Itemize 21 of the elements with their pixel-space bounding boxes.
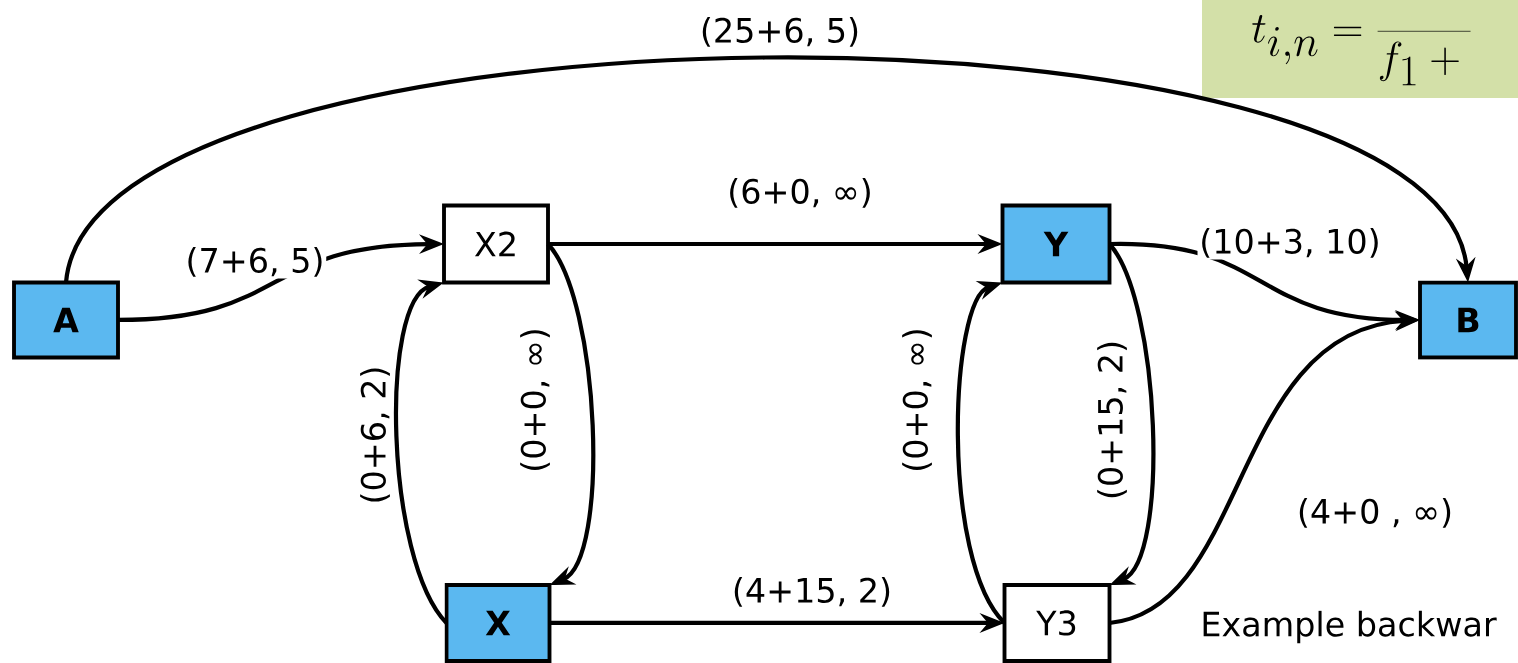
edge-label: (25+6, 5): [698, 15, 862, 49]
arrow: [546, 242, 596, 585]
edge-label: (0+0, ∞): [518, 325, 552, 475]
node-box: X2: [442, 203, 550, 285]
note-text: Example backwar: [1203, 610, 1497, 644]
edge-label: (0+0, ∞): [900, 325, 934, 475]
node-box: Y: [1000, 203, 1112, 285]
edge-label: (4+15, 2): [730, 575, 894, 609]
edge-label: (10+3, 10): [1197, 226, 1383, 260]
node-box: X: [444, 583, 552, 663]
node-box: Y3: [1002, 583, 1112, 663]
edge-label: (6+0, ∞): [725, 176, 875, 210]
edge-label: (0+6, 2): [358, 363, 392, 507]
edge-label: (4+0 , ∞): [1295, 496, 1455, 530]
arrow: [394, 279, 449, 625]
node-box: A: [12, 280, 120, 360]
node-box: B: [1418, 280, 1518, 360]
formula-box: $t_{i,n} = \frac{}{f_1 + {}}$: [1202, 0, 1518, 98]
edge-label: (7+6, 5): [183, 245, 327, 279]
edge-label: (0+15, 2): [1095, 338, 1129, 502]
arrow: [64, 55, 1476, 284]
